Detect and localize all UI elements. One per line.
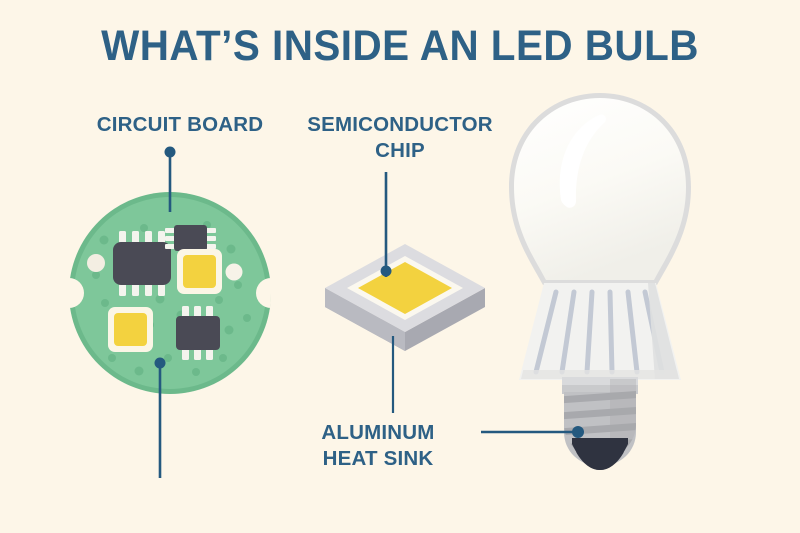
pcb-small-chip: [165, 225, 216, 251]
bulb-glass-globe: [509, 93, 691, 285]
callout-semiconductor-line2: CHIP: [375, 139, 425, 162]
callout-label-semiconductor-chip: SEMICONDUCTOR CHIP: [270, 112, 530, 164]
pcb-disc: [54, 192, 286, 394]
bulb-highlight: [559, 114, 606, 208]
callout-heatsink-line1: ALUMINUM: [321, 421, 435, 444]
semiconductor-chip-illustration: [325, 172, 485, 413]
chip-emitter: [358, 262, 452, 314]
callout-heatsink-line2: HEAT SINK: [322, 447, 434, 470]
callout-label-aluminum-heat-sink: ALUMINUM HEAT SINK: [268, 420, 488, 472]
pcb-lower-chip: [176, 306, 220, 360]
pcb-led-pad-upper: [177, 249, 222, 294]
bulb-screw-base: [564, 379, 636, 470]
circuit-board-illustration: [54, 146, 286, 478]
pcb-pad-left: [87, 254, 105, 272]
pcb-large-chip: [113, 231, 171, 296]
leader-semiconductor-chip: [380, 172, 392, 277]
page-title: WHAT’S INSIDE AN LED BULB: [101, 22, 699, 70]
pcb-led-pad-lower: [108, 307, 153, 352]
callout-label-circuit-board: CIRCUIT BOARD: [96, 113, 264, 136]
pcb-pad-right: [225, 263, 243, 281]
leader-circuit-board-bottom: [154, 357, 166, 478]
leader-circuit-board-top: [164, 146, 176, 212]
led-bulb-illustration: [481, 93, 691, 470]
callout-semiconductor-line1: SEMICONDUCTOR: [307, 113, 493, 136]
leader-aluminum-heat-sink: [481, 426, 584, 438]
bulb-heat-sink: [519, 283, 681, 380]
